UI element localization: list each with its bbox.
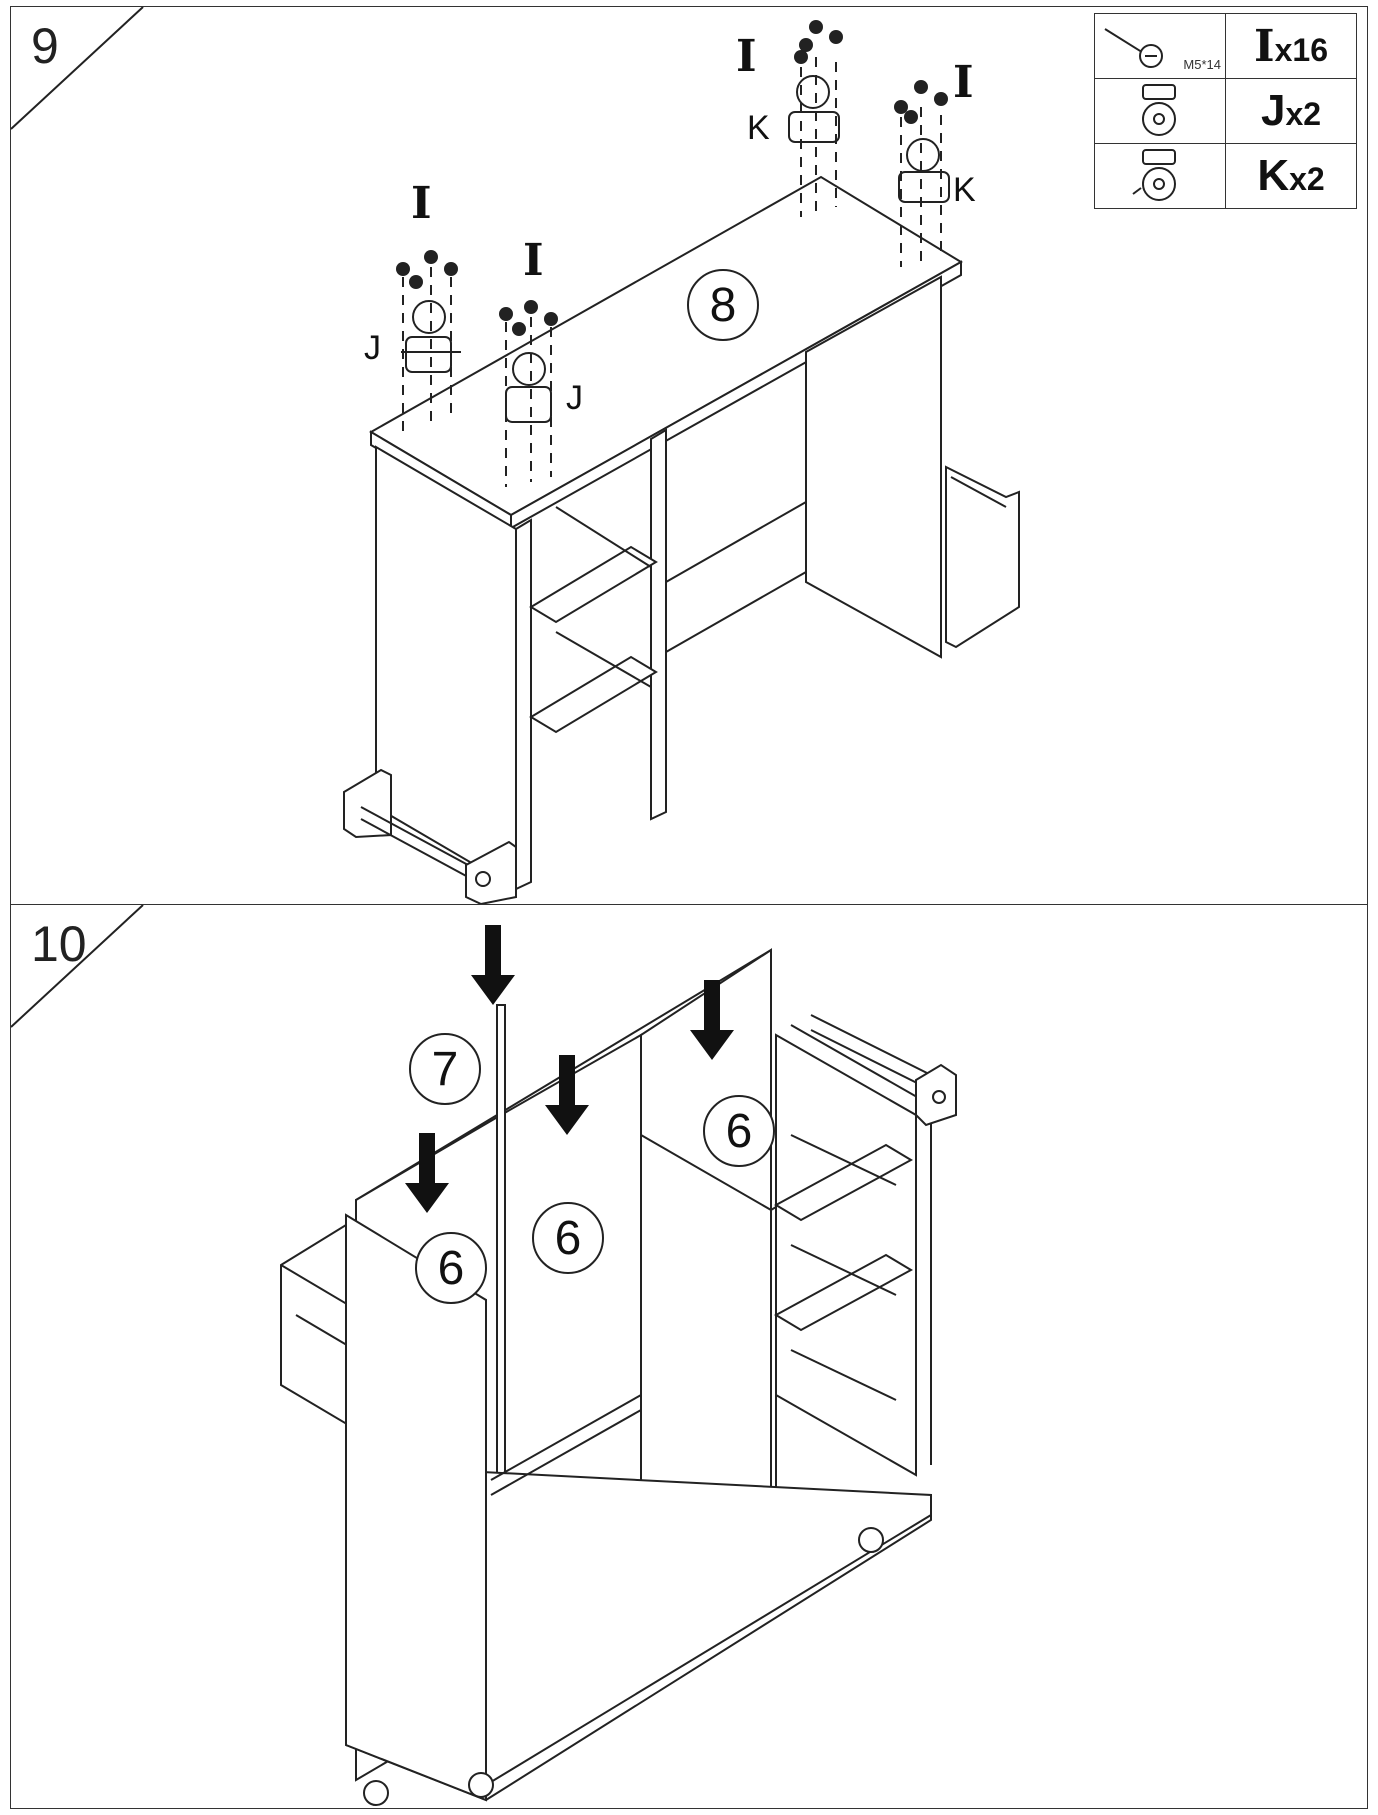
screw-label: I (953, 57, 974, 108)
caster-j-label: J (566, 379, 583, 417)
part-count: x16 (1274, 31, 1328, 68)
screw-spec: M5*14 (1183, 57, 1221, 72)
screw-label: I (411, 178, 432, 229)
screw-guide-lines (402, 57, 942, 487)
caster-wheel-brake-icon (1132, 149, 1176, 201)
step-9-panel: 9 M5*14 Ix16 (10, 6, 1368, 906)
step-number: 9 (31, 18, 59, 74)
caster-k-label: K (747, 109, 770, 147)
step-10-illustration (11, 905, 957, 1806)
part-number-badge: 7 (409, 1033, 481, 1105)
step-9-illustration (11, 7, 1020, 905)
part-letter: K (1257, 151, 1290, 200)
part-letter: I (1254, 20, 1275, 72)
caster-wheel-icon (1142, 84, 1176, 136)
caster-k-label: K (953, 171, 976, 209)
part-number-badge: 8 (687, 269, 759, 341)
down-arrow-icon (405, 925, 734, 1213)
step-10-panel: 10 7 6 6 6 (10, 904, 1368, 1809)
screw-label: I (736, 31, 757, 82)
legend-row: Jx2 (1094, 78, 1357, 144)
part-number-badge: 6 (532, 1202, 604, 1274)
screw-label: I (523, 235, 544, 286)
screw-icon (1104, 28, 1163, 68)
screw-heads (396, 20, 948, 336)
part-count: x2 (1285, 96, 1322, 132)
legend-row: Kx2 (1094, 143, 1357, 209)
caster-group (401, 75, 950, 423)
parts-legend: M5*14 Ix16 Jx2 (1094, 13, 1357, 209)
caster-j-label: J (364, 329, 381, 367)
part-count: x2 (1289, 161, 1325, 197)
part-letter: J (1260, 86, 1286, 135)
legend-row: M5*14 Ix16 (1094, 13, 1357, 79)
step-number: 10 (31, 916, 87, 972)
part-number-badge: 6 (415, 1232, 487, 1304)
part-number-badge: 6 (703, 1095, 775, 1167)
